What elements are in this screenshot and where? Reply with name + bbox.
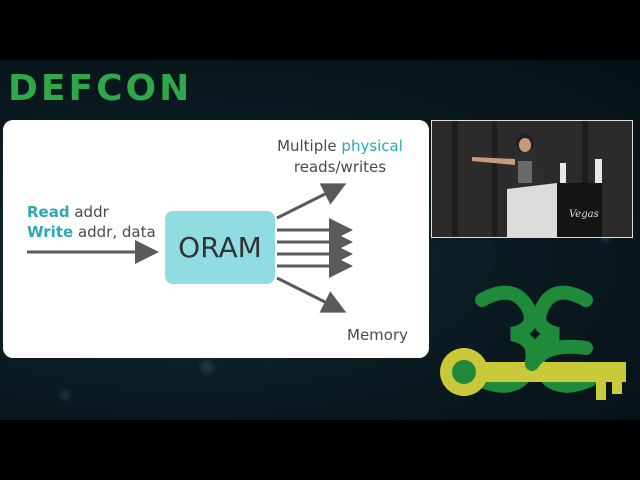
oram-label: ORAM: [178, 231, 262, 264]
defcon-logo: DEFCON: [8, 66, 192, 110]
brand-text: DEFCON: [8, 67, 193, 109]
memory-label: Memory: [347, 326, 409, 344]
multiple-text: Multiple: [277, 137, 342, 155]
video-frame: DEFCON Read addr Write addr, data Multip…: [0, 60, 640, 420]
write-highlight: Write: [27, 223, 74, 241]
output-label: Multiple physical reads/writes: [265, 136, 415, 178]
bokeh-dot: [200, 360, 214, 374]
output-arrow: [276, 276, 347, 313]
arrow-diagram: [27, 183, 353, 313]
speaker-video: Vegas: [431, 120, 633, 238]
podium-text: Vegas: [569, 209, 599, 220]
physical-highlight: physical: [341, 137, 403, 155]
speaker-scene: Vegas: [432, 121, 632, 237]
read-rest: addr: [69, 203, 109, 221]
defcon-38-key-logo: [440, 285, 626, 400]
presentation-slide: Read addr Write addr, data Multiple phys…: [3, 120, 429, 358]
output-arrow: [276, 183, 347, 220]
bokeh-dot: [60, 390, 70, 400]
read-highlight: Read: [27, 203, 70, 221]
input-labels: Read addr Write addr, data: [27, 202, 156, 242]
reads-writes-text: reads/writes: [293, 158, 387, 176]
oram-box: ORAM: [165, 211, 275, 284]
write-rest: addr, data: [73, 223, 156, 241]
